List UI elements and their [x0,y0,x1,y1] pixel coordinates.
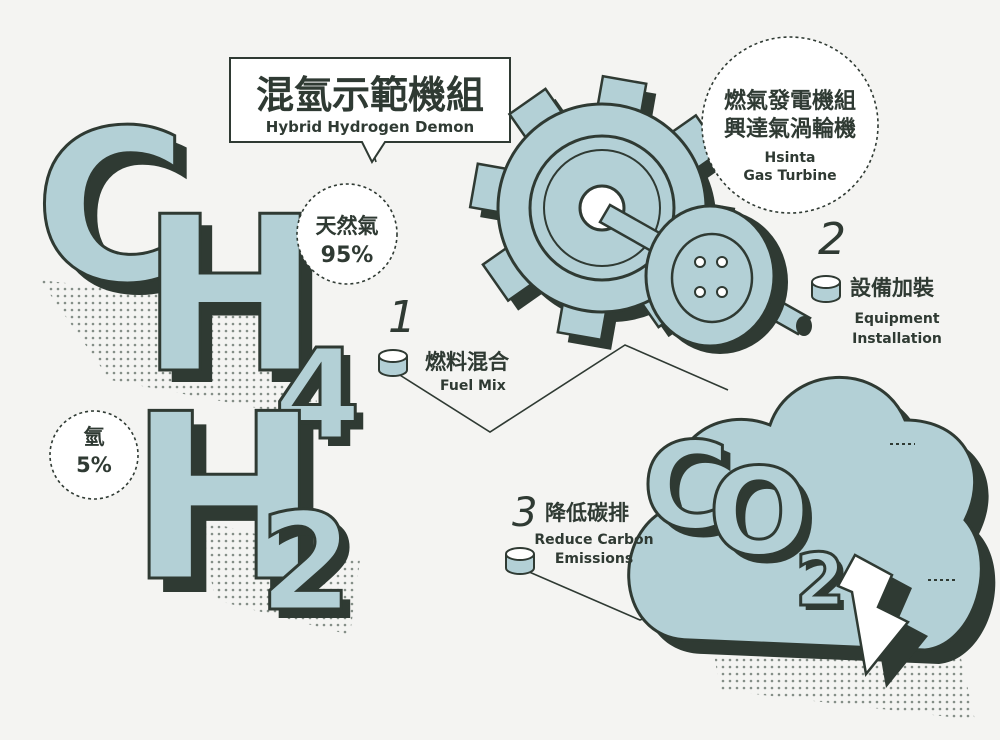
hydrogen-h: H [128,366,321,633]
methane-c-depth: C [46,97,200,342]
step-number: 2 [818,214,846,265]
co2-sub: 2 [795,538,845,622]
step-number: 3 [512,490,537,536]
step-label-en-2: Emissions [555,551,633,567]
title-callout: 混氫示範機組 Hybrid Hydrogen Demon [229,57,511,165]
puck-icon [378,349,408,377]
turbine-label-badge: 燃氣發電機組 興達氣渦輪機 Hsinta Gas Turbine [701,36,879,214]
hydrogen-formula: H H 2 2 [127,365,362,651]
step-label-zh: 設備加裝 [850,276,935,300]
co2-o: O [708,444,810,583]
methane-c: C [34,85,188,330]
methane-h: H [140,170,320,421]
puck-icon [811,275,841,303]
turbine-en-line1: Hsinta [765,150,816,166]
turbine-disc-icon [644,204,788,354]
step-label-zh: 降低碳排 [545,501,629,525]
step-label-en-2: Installation [852,331,942,347]
puck-icon [505,547,535,575]
line-fuel-mix [394,344,729,433]
step-label-en-1: Reduce Carbon [534,532,653,548]
hydrogen-sub: 2 [259,484,353,641]
hydrogen-pct: 5% [76,453,112,477]
hydrogen-label: 氫 [84,425,105,449]
step-label-zh: 燃料混合 [425,350,510,374]
methane-sub: 4 [274,323,361,468]
title-zh: 混氫示範機組 [256,73,484,117]
hydrogen-badge: 氫 5% [49,410,139,500]
natural-gas-pct: 95% [321,243,374,268]
title-en: Hybrid Hydrogen Demon [266,118,474,136]
step-reduce-carbon: 3 降低碳排 Reduce Carbon Emissions [505,490,654,575]
turbine-en-line2: Gas Turbine [743,168,836,184]
hydrogen-h-depth: H [142,380,335,647]
co2-formula: C C O O 2 2 [641,417,851,628]
step-label-en-1: Fuel Mix [440,378,506,394]
natural-gas-badge: 天然氣 95% [296,183,398,285]
co2-c-depth: C [650,426,738,565]
methane-formula: C C H H 4 4 [33,84,369,477]
step-fuel-mix: 1 燃料混合 Fuel Mix [378,292,510,394]
natural-gas-label: 天然氣 [316,214,379,238]
turbine-zh-line1: 燃氣發電機組 [724,88,856,114]
co2-c: C [642,418,730,557]
step-label-en-1: Equipment [854,311,939,327]
hydrogen-sub-depth: 2 [268,493,362,650]
down-arrow-icon [836,553,928,688]
step-equipment-installation: 2 設備加裝 Equipment Installation [811,214,942,347]
methane-sub-depth: 4 [282,331,369,476]
step-number: 1 [388,292,416,343]
co2-o-depth: O [716,452,818,591]
turbine-zh-line2: 興達氣渦輪機 [724,116,856,142]
